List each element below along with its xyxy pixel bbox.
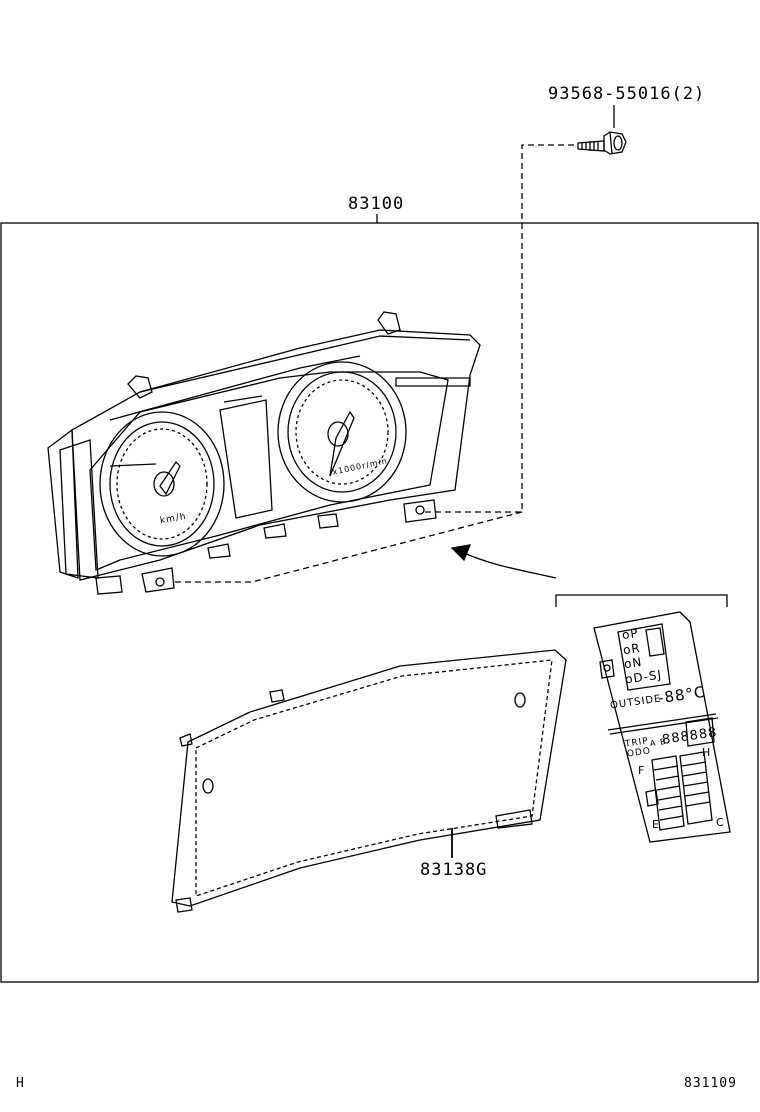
gear-n-label: oN: [623, 654, 644, 672]
meter-lens: [171, 649, 567, 913]
lens-part-number: 83138G: [420, 860, 488, 880]
screw-part-number: 93568-55016(2): [548, 84, 706, 104]
temp-hot-label: H: [702, 746, 712, 759]
assembly-boundary-box: [0, 222, 759, 983]
temp-cold-label: C: [716, 816, 725, 829]
gear-p-label: oP: [621, 625, 640, 643]
screw-part: [577, 131, 627, 155]
assembly-arrow: [450, 544, 557, 579]
fuel-full-label: F: [638, 764, 646, 777]
mounting-dashed-lines: [172, 144, 574, 583]
combination-meter: [47, 311, 481, 595]
figure-reference-number: 831109: [684, 1076, 737, 1091]
display-detail: [593, 611, 731, 843]
detail-bracket: [555, 594, 728, 607]
assembly-part-number: 83100: [348, 194, 405, 214]
corner-code-left: H: [16, 1076, 25, 1091]
fuel-empty-label: E: [652, 818, 660, 831]
